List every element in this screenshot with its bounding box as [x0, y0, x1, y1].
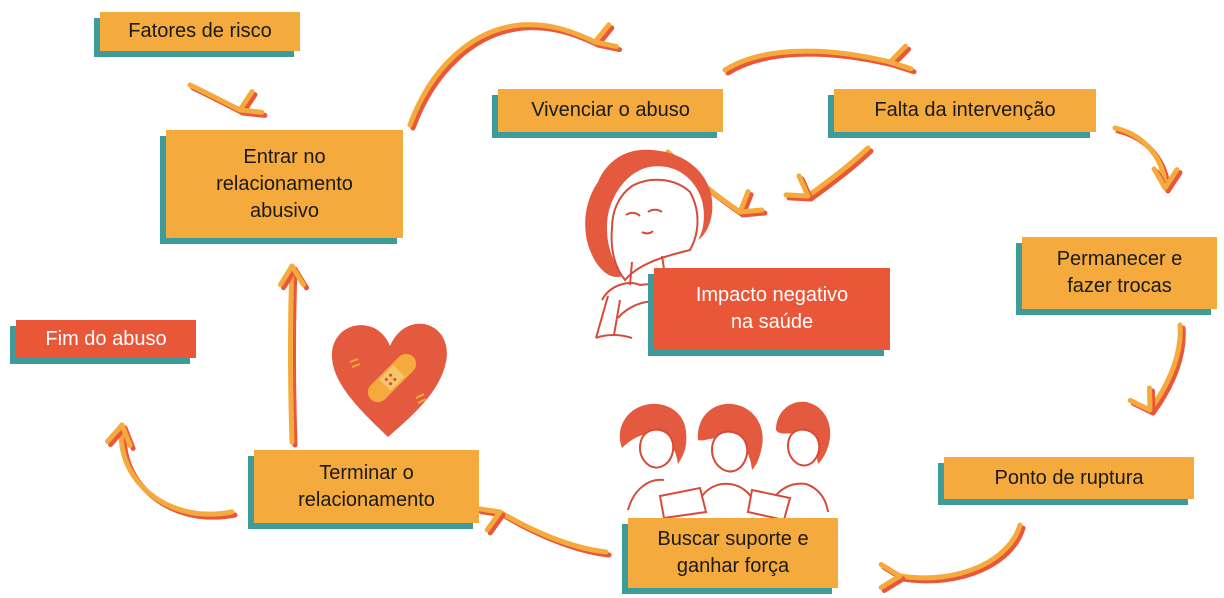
arrow-lack-to-stay: [1112, 125, 1183, 194]
node-health-impact: Impacto negativo na saúde: [654, 268, 890, 350]
arrow-experience-to-lack: [722, 43, 917, 76]
arrow-lack-to-impact: [783, 145, 874, 202]
node-experience-abuse: Vivenciar o abuso: [498, 89, 723, 132]
arrow-end-to-enter: [278, 263, 309, 448]
node-seek-support: Buscar suporte e ganhar força: [628, 518, 838, 588]
arrow-end-to-end-abuse: [105, 422, 238, 520]
node-stay-trade: Permanecer e fazer trocas: [1022, 237, 1217, 309]
three-women-illustration: [619, 401, 831, 522]
node-risk-factors: Fatores de risco: [100, 12, 300, 51]
node-lack-intervention: Falta da intervenção: [834, 89, 1096, 132]
arrow-risk-to-enter: [187, 82, 268, 118]
node-enter-relationship: Entrar no relacionamento abusivo: [166, 130, 403, 238]
heart-bandage-icon: [331, 323, 447, 437]
node-end-relationship: Terminar o relacionamento: [254, 450, 479, 523]
arrow-support-to-end: [475, 506, 612, 558]
woman-illustration: [585, 149, 713, 339]
arrow-enter-to-experience: [407, 22, 622, 131]
arrow-rupture-to-support: [878, 522, 1026, 593]
node-end-abuse: Fim do abuso: [16, 320, 196, 358]
arrow-stay-to-rupture: [1127, 322, 1186, 416]
node-breaking-point: Ponto de ruptura: [944, 457, 1194, 499]
